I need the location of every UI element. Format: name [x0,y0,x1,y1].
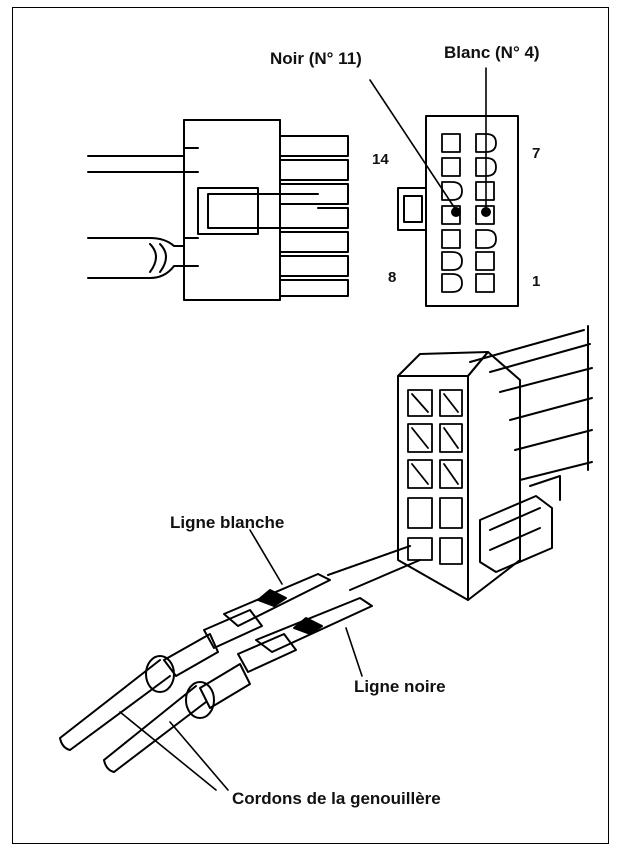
ligne-noire-label: Ligne noire [354,677,446,696]
ligne-noire-leader [345,627,363,677]
connector-perspective-view [59,325,593,791]
cordons-label: Cordons de la genouillère [232,789,441,808]
noir-leader-line [369,79,457,211]
pin-number-7: 7 [532,145,541,162]
pin-number-8: 8 [388,269,397,286]
pin-11-marker [451,207,461,217]
cordons-leader-right [169,721,229,791]
figure-frame [12,7,609,844]
ligne-blanche-label: Ligne blanche [170,513,285,532]
pin-number-14: 14 [372,151,389,168]
ligne-blanche-leader [249,529,283,585]
connector-front-view [369,67,519,307]
connector-side-view [87,119,349,301]
cordons-leader-left [119,711,217,791]
noir-label: Noir (N° 11) [270,49,362,68]
pin-number-1: 1 [532,273,541,290]
blanc-label: Blanc (N° 4) [444,43,540,62]
